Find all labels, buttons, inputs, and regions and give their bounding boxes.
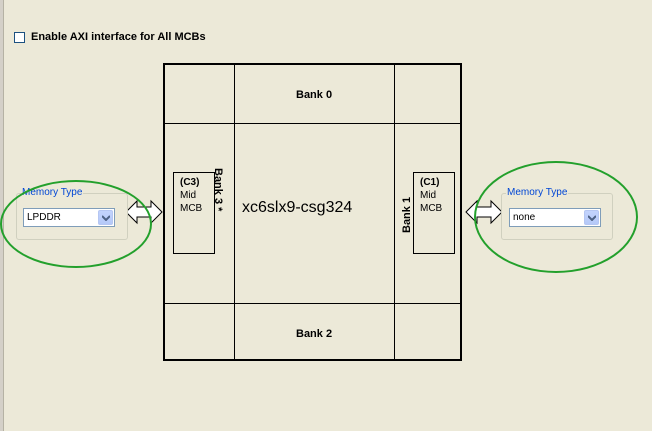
mcb-c1-id: (C1)	[420, 177, 440, 188]
highlight-ellipse-right	[474, 161, 638, 273]
bank-1-label: Bank 1	[401, 196, 413, 233]
mcb-c3-box: (C3) Mid MCB	[173, 172, 215, 254]
chip-divider	[165, 303, 460, 304]
mcb-c3-line2: MCB	[180, 203, 203, 214]
chip-part-name: xc6slx9-csg324	[242, 199, 353, 216]
bank-0-label: Bank 0	[296, 89, 333, 101]
bank-3-label: Bank 3 *	[212, 168, 224, 212]
enable-axi-label: Enable AXI interface for All MCBs	[31, 31, 206, 43]
chip-divider	[394, 65, 395, 359]
chip-divider	[165, 123, 460, 124]
enable-axi-checkbox[interactable]	[14, 31, 25, 43]
mcb-c1-line2: MCB	[420, 203, 443, 214]
mcb-c1-line1: Mid	[420, 190, 437, 201]
bank-2-label: Bank 2	[296, 328, 333, 340]
enable-axi-row[interactable]: Enable AXI interface for All MCBs	[14, 30, 206, 44]
mcb-c3-id: (C3)	[180, 177, 200, 188]
highlight-ellipse-left	[0, 180, 152, 268]
chip-divider	[234, 65, 235, 359]
mcb-c3-line1: Mid	[180, 190, 197, 201]
mcb-c1-box: (C1) Mid MCB	[413, 172, 455, 254]
chip-diagram: Bank 0 Bank 2 xc6slx9-csg324 (C3) Mid MC…	[163, 63, 462, 361]
